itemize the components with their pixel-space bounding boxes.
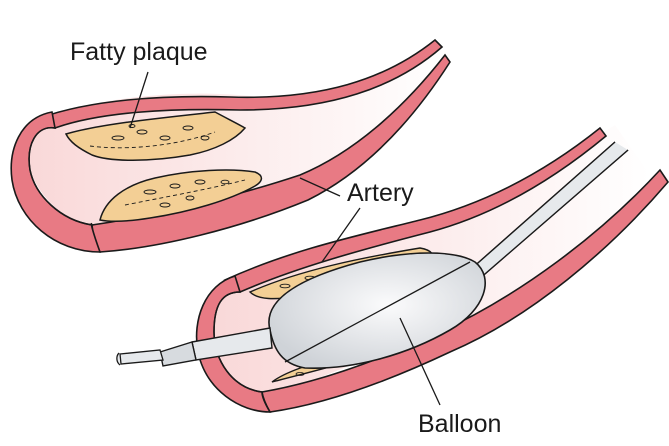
label-fatty-plaque: Fatty plaque bbox=[70, 40, 208, 65]
top-artery bbox=[11, 40, 450, 252]
label-artery: Artery bbox=[347, 181, 414, 206]
label-balloon: Balloon bbox=[418, 412, 501, 437]
